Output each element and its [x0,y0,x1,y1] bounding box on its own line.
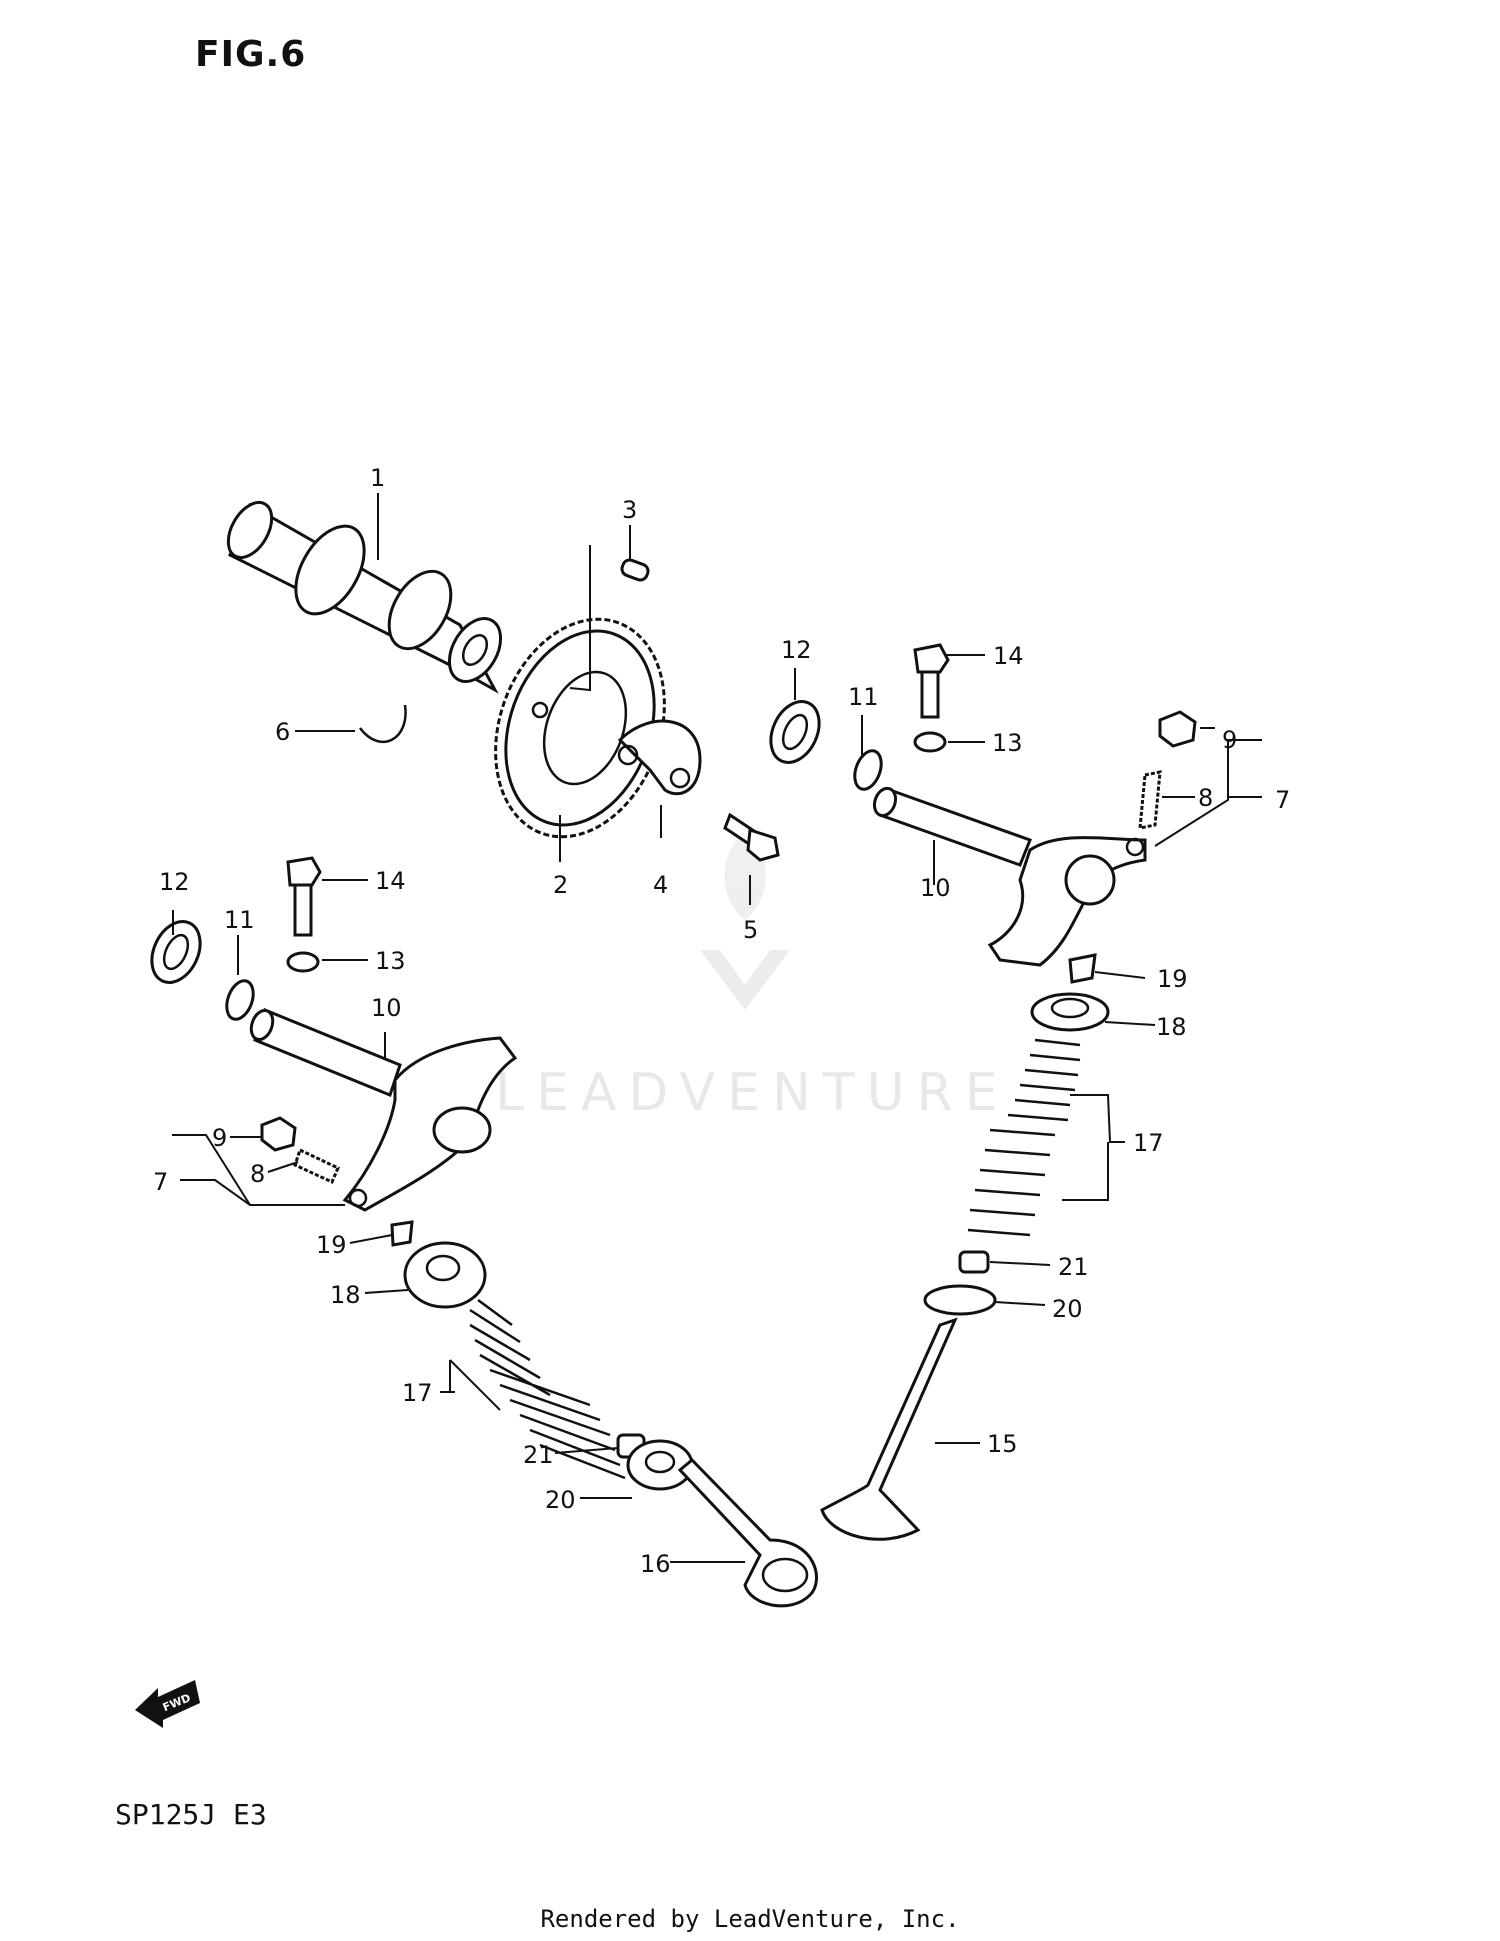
part-sprocket-retainer [617,719,702,796]
callout-20-right: 20 [1052,1295,1083,1323]
part-washer-12-left [150,920,202,984]
callout-17-right: 17 [1133,1129,1164,1157]
callout-8-right: 8 [1198,784,1213,812]
part-camshaft [226,501,503,694]
part-dowel-pin [620,558,650,582]
part-circlip [358,704,407,744]
part-intake-valve-16 [677,1457,818,1608]
callout-9-left: 9 [212,1124,227,1152]
callout-8-left: 8 [250,1160,265,1188]
part-sprocket-bolt [723,812,780,862]
footer-credit: Rendered by LeadVenture, Inc. [540,1905,960,1933]
callout-19-right: 19 [1157,965,1188,993]
leader-lines [172,493,1262,1563]
callout-12-right: 12 [781,636,812,664]
watermark-text: LEADVENTURE [495,1063,1010,1123]
leadventure-watermark: LEADVENTURE [495,830,1010,1123]
part-adjusting-screw-8-right [1138,770,1162,830]
callout-9-right: 9 [1222,726,1237,754]
part-washer-13-right [913,731,947,753]
callout-14-right: 14 [993,642,1024,670]
part-lock-nut-9-left [260,1116,297,1152]
part-cotter-19-left [390,1220,414,1247]
fwd-direction-arrow: FWD [135,1680,200,1728]
part-spring-seat-20-left [626,1439,694,1491]
callout-11-right: 11 [848,683,879,711]
part-spring-retainer-18-right [1030,992,1110,1032]
part-lock-nut-9-right [1158,710,1197,748]
callout-3: 3 [622,496,637,524]
callout-11-left: 11 [224,906,255,934]
callout-1: 1 [370,464,385,492]
callout-21-left: 21 [523,1441,554,1469]
part-rocker-shaft-10-left [249,1008,402,1097]
callout-16: 16 [640,1550,671,1578]
part-rocker-shaft-10-right [872,786,1032,867]
callout-13-left: 13 [375,947,406,975]
callout-12-left: 12 [159,868,190,896]
callout-5: 5 [743,916,758,944]
callout-18-left: 18 [330,1281,361,1309]
callout-17-left: 17 [402,1379,433,1407]
part-bolt-14-right [913,643,950,719]
part-washer-12-right [769,700,821,764]
part-oil-seal-21-right [958,1250,990,1274]
callout-7-right: 7 [1275,786,1290,814]
part-valve-springs-17-right [967,1038,1081,1237]
part-exhaust-valve-15 [820,1317,958,1541]
part-o-ring-11-left [225,979,255,1021]
callout-19-left: 19 [316,1231,347,1259]
callout-7-left: 7 [153,1168,168,1196]
callout-2: 2 [553,871,568,899]
callout-6: 6 [275,718,290,746]
part-cotter-19-right [1068,953,1097,984]
callout-labels: 1 2 3 4 5 6 7 7 8 8 9 9 10 10 11 11 12 1… [153,464,1290,1578]
part-rocker-arm-7-left [342,1036,518,1212]
callout-15: 15 [987,1430,1018,1458]
part-spring-retainer-18-left [403,1241,487,1309]
callout-14-left: 14 [375,867,406,895]
part-bolt-14-left [286,856,322,937]
callout-21-right: 21 [1058,1253,1089,1281]
callout-20-left: 20 [545,1486,576,1514]
part-adjusting-screw-8-left [293,1147,340,1185]
callout-10-right: 10 [920,874,951,902]
figure-title: FIG.6 [195,34,307,75]
callout-18-right: 18 [1156,1013,1187,1041]
part-o-ring-11-right [853,749,883,791]
part-spring-seat-20-right [923,1284,997,1316]
part-valve-springs-17-left [469,1298,626,1480]
callout-10-left: 10 [371,994,402,1022]
part-washer-13-left [286,951,320,973]
callout-4: 4 [653,871,668,899]
part-rocker-arm-7-right [987,836,1147,967]
callout-13-right: 13 [992,729,1023,757]
model-code: SP125J E3 [115,1798,267,1831]
